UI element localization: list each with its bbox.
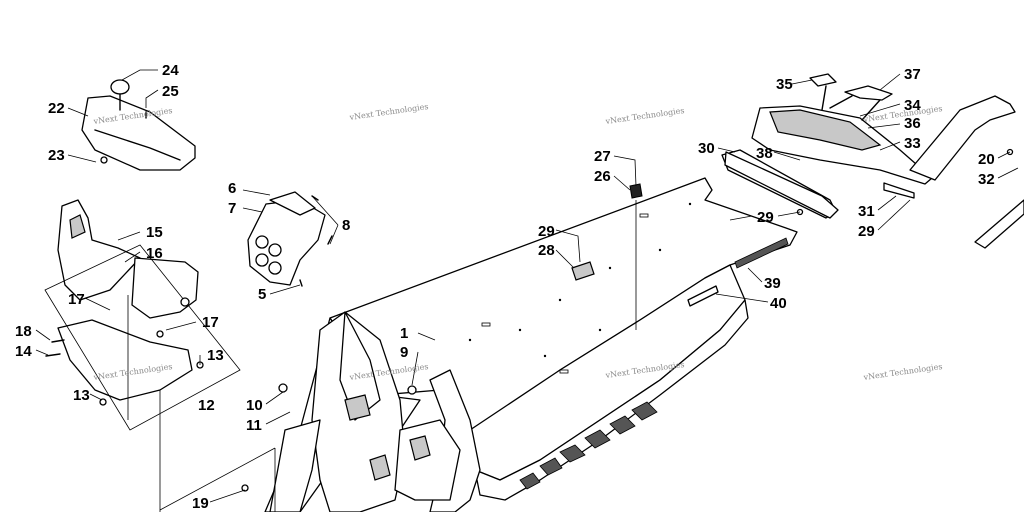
tunnel-assembly	[264, 177, 798, 512]
callout-32: 32	[978, 171, 995, 188]
callout-12: 12	[198, 397, 215, 414]
callout-29-c: 29	[858, 223, 875, 240]
watermark: vNext Technologies	[862, 362, 943, 382]
callout-14: 14	[15, 343, 32, 360]
callout-37: 37	[904, 66, 921, 83]
callout-13-b: 13	[73, 387, 90, 404]
callout-10: 10	[246, 397, 263, 414]
leader-lines	[35, 69, 1019, 512]
callout-7: 7	[228, 200, 236, 217]
callout-11: 11	[246, 417, 262, 434]
callout-35: 35	[776, 76, 793, 93]
callout-40: 40	[770, 295, 787, 312]
callout-25: 25	[162, 83, 179, 100]
callout-9: 9	[400, 344, 408, 361]
callout-labels: 24 25 22 23 15 16 17 17 18 14 13 13 12 6…	[15, 62, 995, 512]
callout-29-b: 29	[757, 209, 774, 226]
callout-17-b: 17	[202, 314, 219, 331]
callout-31: 31	[858, 203, 875, 220]
deck-slots	[468, 202, 692, 374]
mount-bracket	[247, 191, 333, 287]
watermark: vNext Technologies	[348, 102, 429, 122]
callout-20: 20	[978, 151, 995, 168]
callout-13-a: 13	[207, 347, 224, 364]
callout-15: 15	[146, 224, 163, 241]
callout-5: 5	[258, 286, 266, 303]
callout-33: 33	[904, 135, 921, 152]
callout-27: 27	[594, 148, 611, 165]
fasteners	[241, 148, 1014, 492]
watermark: vNext Technologies	[604, 106, 685, 126]
callout-28: 28	[538, 242, 555, 259]
callout-6: 6	[228, 180, 236, 197]
callout-19: 19	[192, 495, 209, 512]
callout-24: 24	[162, 62, 179, 79]
console-assembly	[81, 79, 196, 171]
callout-18: 18	[15, 323, 32, 340]
callout-29-a: 29	[538, 223, 555, 240]
callout-22: 22	[48, 100, 65, 117]
callout-16: 16	[146, 245, 163, 262]
callout-26: 26	[594, 168, 611, 185]
callout-38: 38	[756, 145, 773, 162]
bracket-assembly	[44, 199, 241, 431]
callout-17-a: 17	[68, 291, 85, 308]
callout-34: 34	[904, 97, 921, 114]
callout-39: 39	[764, 275, 781, 292]
callout-23: 23	[48, 147, 65, 164]
side-rail-cutouts	[519, 401, 658, 490]
callout-36: 36	[904, 115, 921, 132]
callout-30: 30	[698, 140, 715, 157]
callout-8: 8	[342, 217, 350, 234]
panel-30	[724, 151, 839, 219]
callout-1: 1	[400, 325, 408, 342]
